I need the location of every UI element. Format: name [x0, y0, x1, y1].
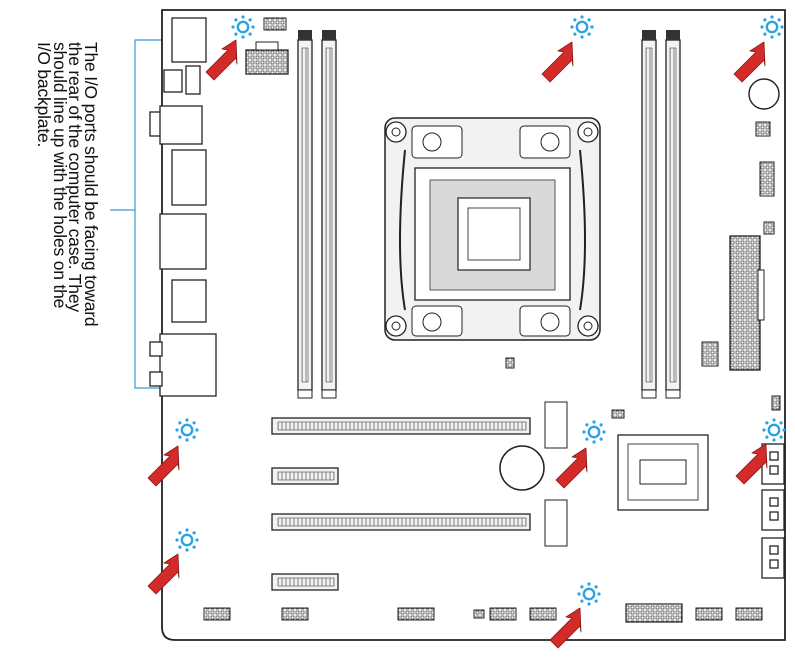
dimm-slots-right	[641, 30, 681, 399]
cpu-socket	[384, 117, 601, 341]
dimm-slots-left	[297, 30, 337, 399]
pcie-slots	[271, 401, 568, 591]
io-instruction-caption: The I/O ports should be facing toward th…	[0, 42, 102, 542]
fan-header-top	[263, 17, 287, 31]
right-headers	[505, 78, 781, 419]
io-leader-line	[110, 39, 172, 389]
sata-ports	[761, 443, 785, 579]
bottom-headers	[203, 603, 763, 623]
chipset	[617, 434, 709, 511]
cmos-battery	[499, 445, 545, 491]
io-panel	[149, 17, 217, 397]
cpu-power-connector	[245, 41, 289, 75]
